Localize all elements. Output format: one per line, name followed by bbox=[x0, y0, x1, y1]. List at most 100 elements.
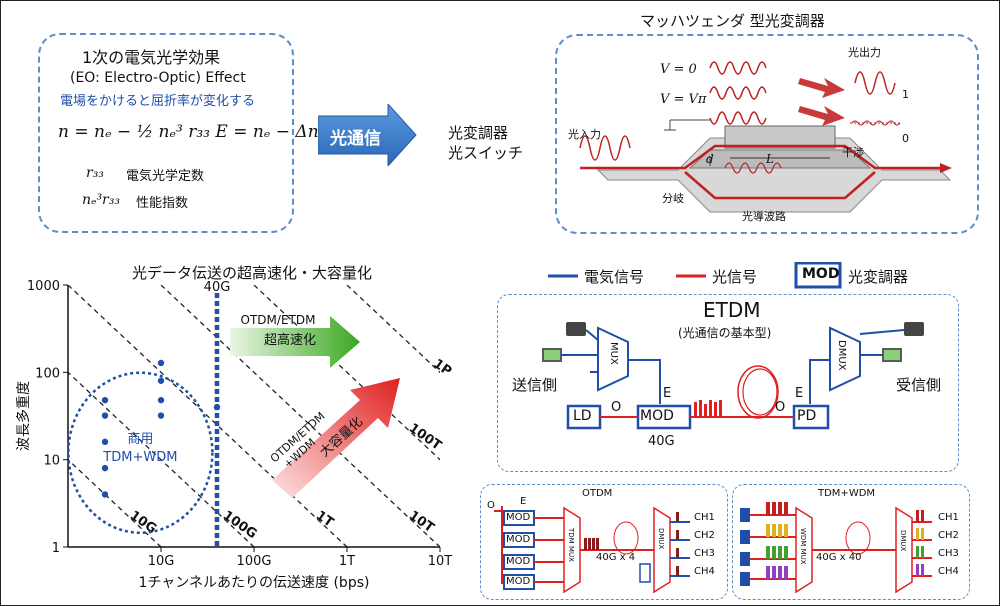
mz-input-label: 光入力 bbox=[568, 128, 601, 141]
tdmwdm-mux: WDM MUX bbox=[799, 528, 807, 565]
etdm-subtitle: (光通信の基本型) bbox=[678, 326, 772, 340]
capacity-line bbox=[68, 371, 255, 547]
etdm-mod: MOD bbox=[640, 408, 674, 424]
data-point bbox=[157, 412, 165, 419]
etdm-o1: O bbox=[611, 400, 622, 415]
tdmwdm-ch1: CH1 bbox=[938, 512, 959, 523]
data-point bbox=[157, 396, 165, 404]
mz-diagram bbox=[579, 61, 952, 213]
capacity-line bbox=[68, 458, 162, 547]
tdmwdm-ch2: CH2 bbox=[938, 530, 959, 541]
otdm-mod-4: MOD bbox=[506, 576, 531, 587]
otdm-ch3: CH3 bbox=[694, 548, 715, 559]
etdm-box bbox=[497, 294, 959, 472]
otdm-e: E bbox=[520, 496, 527, 507]
tdmwdm-title: TDM+WDM bbox=[818, 488, 876, 499]
r33-symbol: r₃₃ bbox=[86, 165, 104, 181]
data-point bbox=[101, 396, 109, 404]
otdm-dmux: DMUX bbox=[657, 528, 665, 550]
switch-text: 光スイッチ bbox=[448, 144, 524, 162]
etdm-title: ETDM bbox=[703, 298, 761, 322]
otdm-ch2: CH2 bbox=[694, 530, 715, 541]
r33-description: 電気光学定数 bbox=[126, 169, 205, 184]
tdmwdm-box bbox=[732, 484, 970, 600]
legend-electric: 電気信号 bbox=[584, 268, 645, 286]
eo-description: 電場をかけると屈折率が変化する bbox=[60, 94, 256, 109]
etdm-e2: E bbox=[795, 386, 804, 401]
mz-v0: V = 0 bbox=[660, 62, 697, 77]
y-tick-label: 1000 bbox=[27, 280, 60, 294]
etdm-tx: 送信側 bbox=[512, 376, 558, 394]
etdm-dmux: DMUX bbox=[836, 340, 847, 371]
eo-title: 1次の電気光学効果 bbox=[82, 48, 221, 67]
mz-d: d bbox=[706, 152, 714, 166]
legend-mod: MOD bbox=[802, 266, 840, 282]
otdm-mux: TDM MUX bbox=[567, 528, 575, 562]
x-tick-label: 10T bbox=[428, 554, 453, 569]
y-axis-label: 波長多重度 bbox=[15, 381, 32, 451]
etdm-ld: LD bbox=[573, 408, 592, 424]
data-point bbox=[101, 464, 109, 472]
etdm-mux: MUX bbox=[608, 342, 619, 365]
otdm-ch1: CH1 bbox=[694, 512, 715, 523]
fom-symbol: nₑ³r₃₃ bbox=[82, 192, 120, 208]
optical-comm-arrow bbox=[318, 104, 417, 166]
y-tick-label: 1 bbox=[52, 541, 60, 556]
region-label: TDM+WDM bbox=[102, 450, 177, 465]
etdm-pd: PD bbox=[797, 408, 817, 424]
optical-comm-label: 光通信 bbox=[330, 129, 381, 149]
x-axis-label: 1チャンネルあたりの伝送速度 (bps) bbox=[139, 575, 370, 591]
mz-output-1: 1 bbox=[902, 88, 909, 101]
capacity-line bbox=[68, 285, 348, 547]
mz-vpi: V = Vπ bbox=[660, 92, 707, 107]
mz-branch: 分岐 bbox=[662, 192, 684, 205]
etdm-o2: O bbox=[775, 400, 786, 415]
capacity-label: 1P bbox=[430, 356, 454, 379]
capacity-arrow bbox=[272, 378, 400, 498]
commercial-region bbox=[67, 371, 214, 535]
mz-box bbox=[555, 34, 979, 234]
otdm-mod-1: MOD bbox=[506, 512, 531, 523]
etdm-rx: 受信側 bbox=[896, 376, 942, 394]
y-tick-label: 100 bbox=[35, 366, 60, 381]
data-point bbox=[101, 438, 109, 446]
speed-arrow-label: 超高速化 bbox=[264, 332, 316, 348]
capacity-line bbox=[346, 285, 440, 374]
etdm-diagram bbox=[542, 322, 924, 430]
tdmwdm-ch4: CH4 bbox=[938, 566, 959, 577]
mz-output-0: 0 bbox=[902, 132, 909, 145]
tdmwdm-diagram bbox=[740, 502, 932, 594]
eo-subtitle: (EO: Electro-Optic) Effect bbox=[70, 70, 246, 86]
capacity-label: 100T bbox=[406, 421, 444, 454]
tdmwdm-ch3: CH3 bbox=[938, 548, 959, 559]
tdmwdm-dmux: DMUX bbox=[899, 530, 907, 552]
otdm-diagram bbox=[494, 506, 690, 594]
capacity-line bbox=[160, 285, 440, 547]
speed-arrow bbox=[230, 316, 360, 368]
chart-title: 光データ伝送の超高速化・大容量化 bbox=[132, 264, 373, 282]
40g-label: 40G bbox=[204, 280, 231, 295]
etdm-e1: E bbox=[663, 386, 672, 401]
mz-output-label: 光出力 bbox=[848, 46, 881, 59]
capacity-label: 1T bbox=[313, 508, 336, 531]
etdm-rate: 40G bbox=[648, 434, 675, 449]
y-tick-label: 10 bbox=[43, 454, 60, 469]
data-point bbox=[157, 377, 165, 384]
data-point bbox=[101, 412, 109, 419]
tdmwdm-rate: 40G x 40 bbox=[816, 552, 862, 563]
x-tick-label: 100G bbox=[237, 554, 272, 569]
otdm-box bbox=[480, 484, 728, 600]
otdm-ch4: CH4 bbox=[694, 566, 715, 577]
legend-mod-desc: 光変調器 bbox=[848, 268, 909, 286]
data-point bbox=[157, 359, 165, 367]
data-point bbox=[101, 491, 109, 498]
eo-equation: n = nₑ − ½ nₑ³ r₃₃ E = nₑ − Δn bbox=[58, 122, 319, 142]
speed-arrow-top: OTDM/ETDM bbox=[241, 313, 316, 327]
legend-mod-box bbox=[794, 262, 842, 289]
otdm-rate: 40G x 4 bbox=[596, 552, 636, 563]
otdm-o: O bbox=[487, 500, 495, 511]
mz-L: L bbox=[766, 152, 774, 166]
modulator-text: 光変調器 bbox=[448, 124, 509, 142]
capacity-label: 10T bbox=[406, 508, 437, 536]
